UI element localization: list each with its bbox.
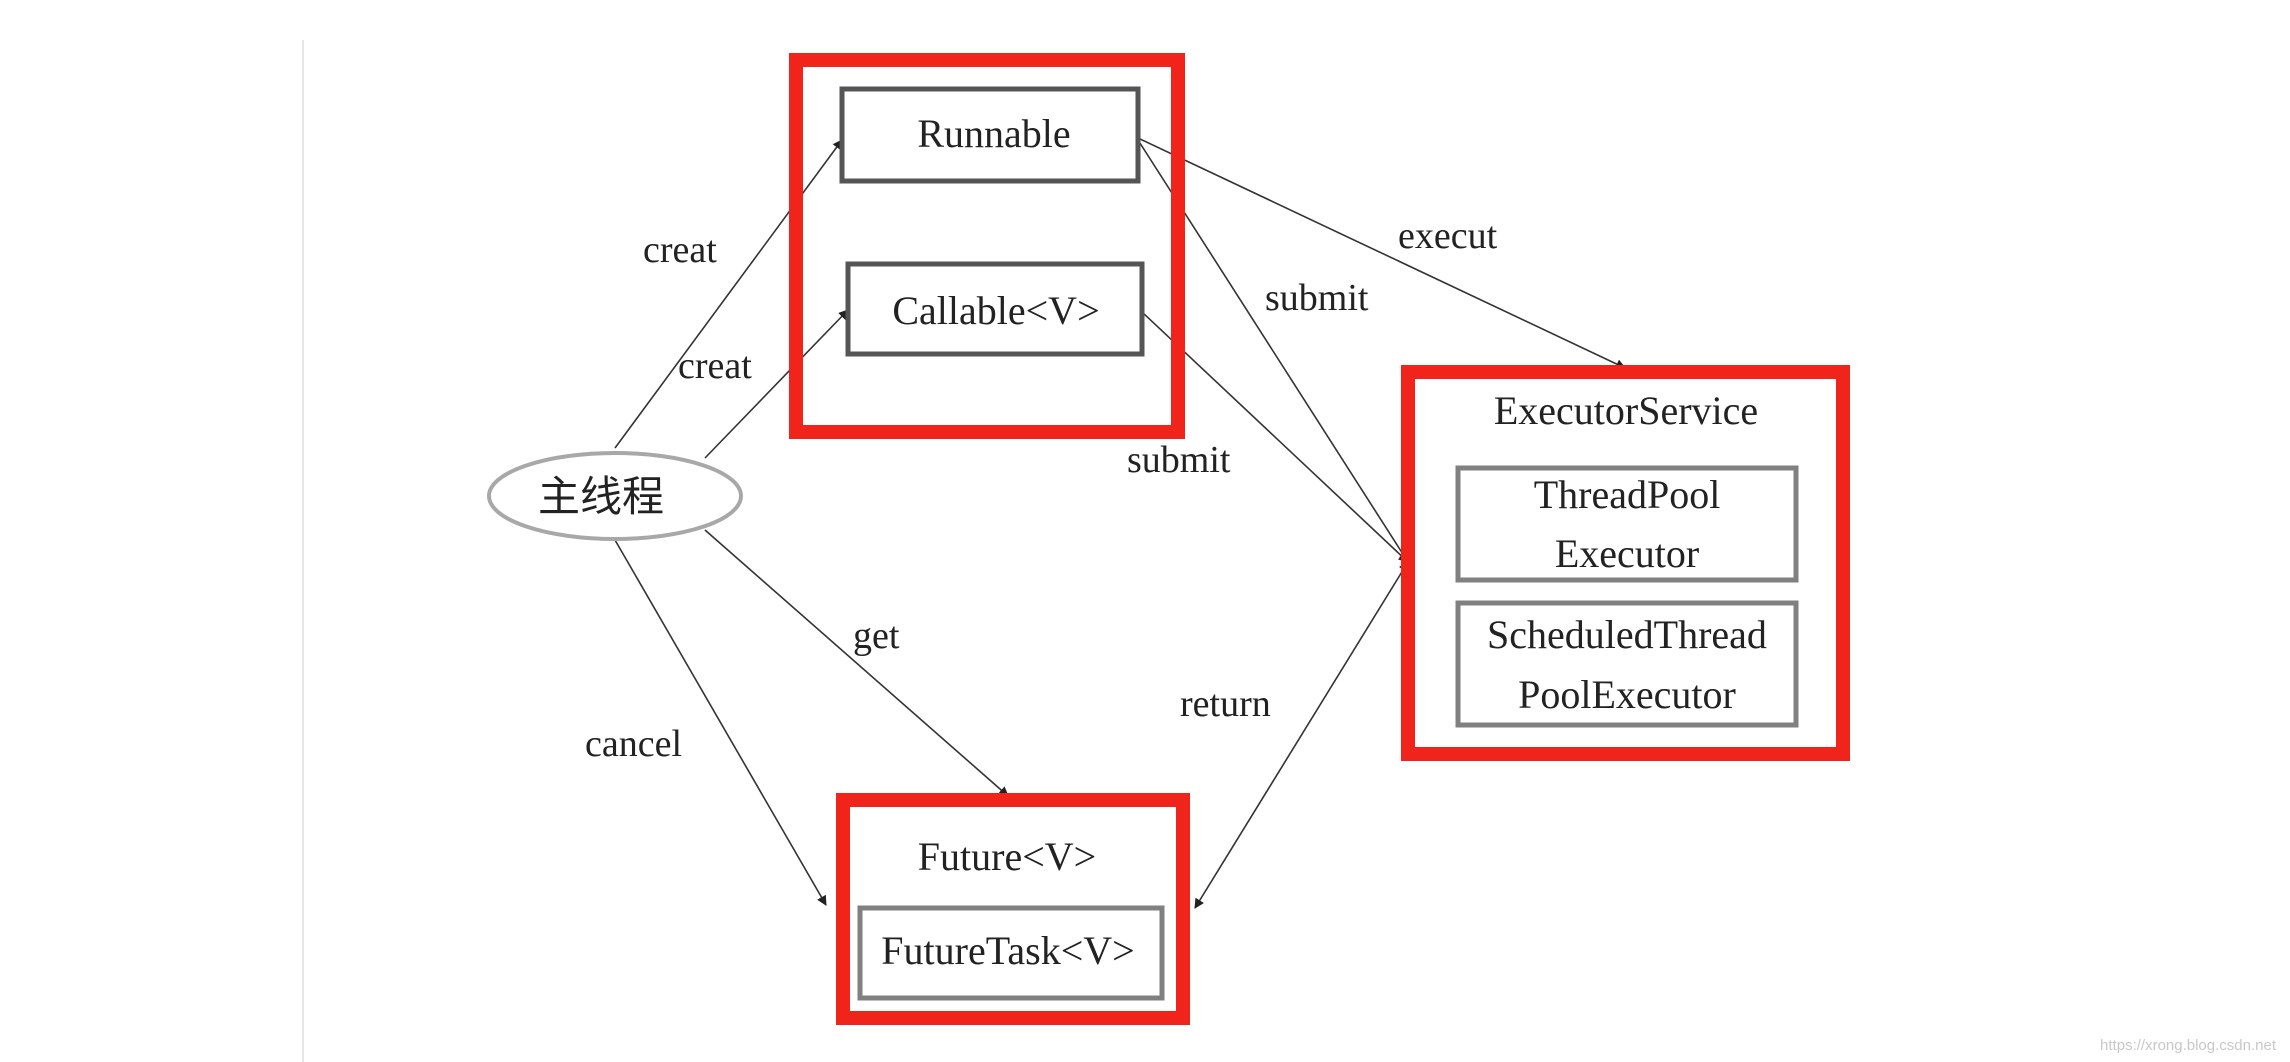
future-task-label: FutureTask<V>: [881, 928, 1134, 973]
thread-pool-label-line2: Executor: [1555, 531, 1699, 576]
edge-creat-runnable: [614, 139, 843, 449]
label-execut: execut: [1398, 215, 1498, 257]
label-submit-1: submit: [1265, 277, 1369, 319]
label-creat-2: creat: [678, 345, 752, 387]
scheduled-label-line2: PoolExecutor: [1518, 672, 1736, 717]
edge-labels: creat creat execut submit submit get can…: [585, 215, 1498, 765]
future-task-node: FutureTask<V>: [857, 905, 1165, 1001]
edge-execut: [1137, 137, 1626, 369]
edges: [614, 137, 1626, 909]
runnable-label: Runnable: [917, 111, 1070, 156]
main-thread-label: 主线程: [538, 475, 664, 521]
content-left-border: [302, 40, 304, 1062]
edge-creat-callable: [704, 309, 849, 459]
edge-submit-callable: [1141, 311, 1409, 563]
edge-return: [1194, 561, 1409, 909]
label-get: get: [853, 615, 900, 657]
thread-pool-executor-node: ThreadPool Executor: [1455, 465, 1799, 583]
callable-node: Callable<V>: [845, 261, 1145, 357]
thread-pool-label-line1: ThreadPool: [1534, 472, 1721, 517]
highlight-task-group: [789, 53, 1185, 439]
edge-cancel: [614, 539, 827, 906]
edge-get: [704, 529, 1009, 797]
scheduled-thread-pool-executor-node: ScheduledThread PoolExecutor: [1455, 600, 1799, 728]
label-return: return: [1180, 683, 1271, 725]
watermark: https://xrong.blog.csdn.net: [2100, 1037, 2276, 1054]
runnable-node: Runnable: [839, 86, 1141, 184]
executor-service-label: ExecutorService: [1494, 388, 1758, 433]
label-submit-2: submit: [1127, 439, 1231, 481]
callable-label: Callable<V>: [892, 288, 1099, 333]
label-cancel: cancel: [585, 723, 682, 765]
future-label: Future<V>: [918, 834, 1096, 879]
main-thread-node: 主线程: [487, 451, 743, 541]
scheduled-label-line1: ScheduledThread: [1487, 612, 1767, 657]
label-creat-1: creat: [643, 229, 717, 271]
